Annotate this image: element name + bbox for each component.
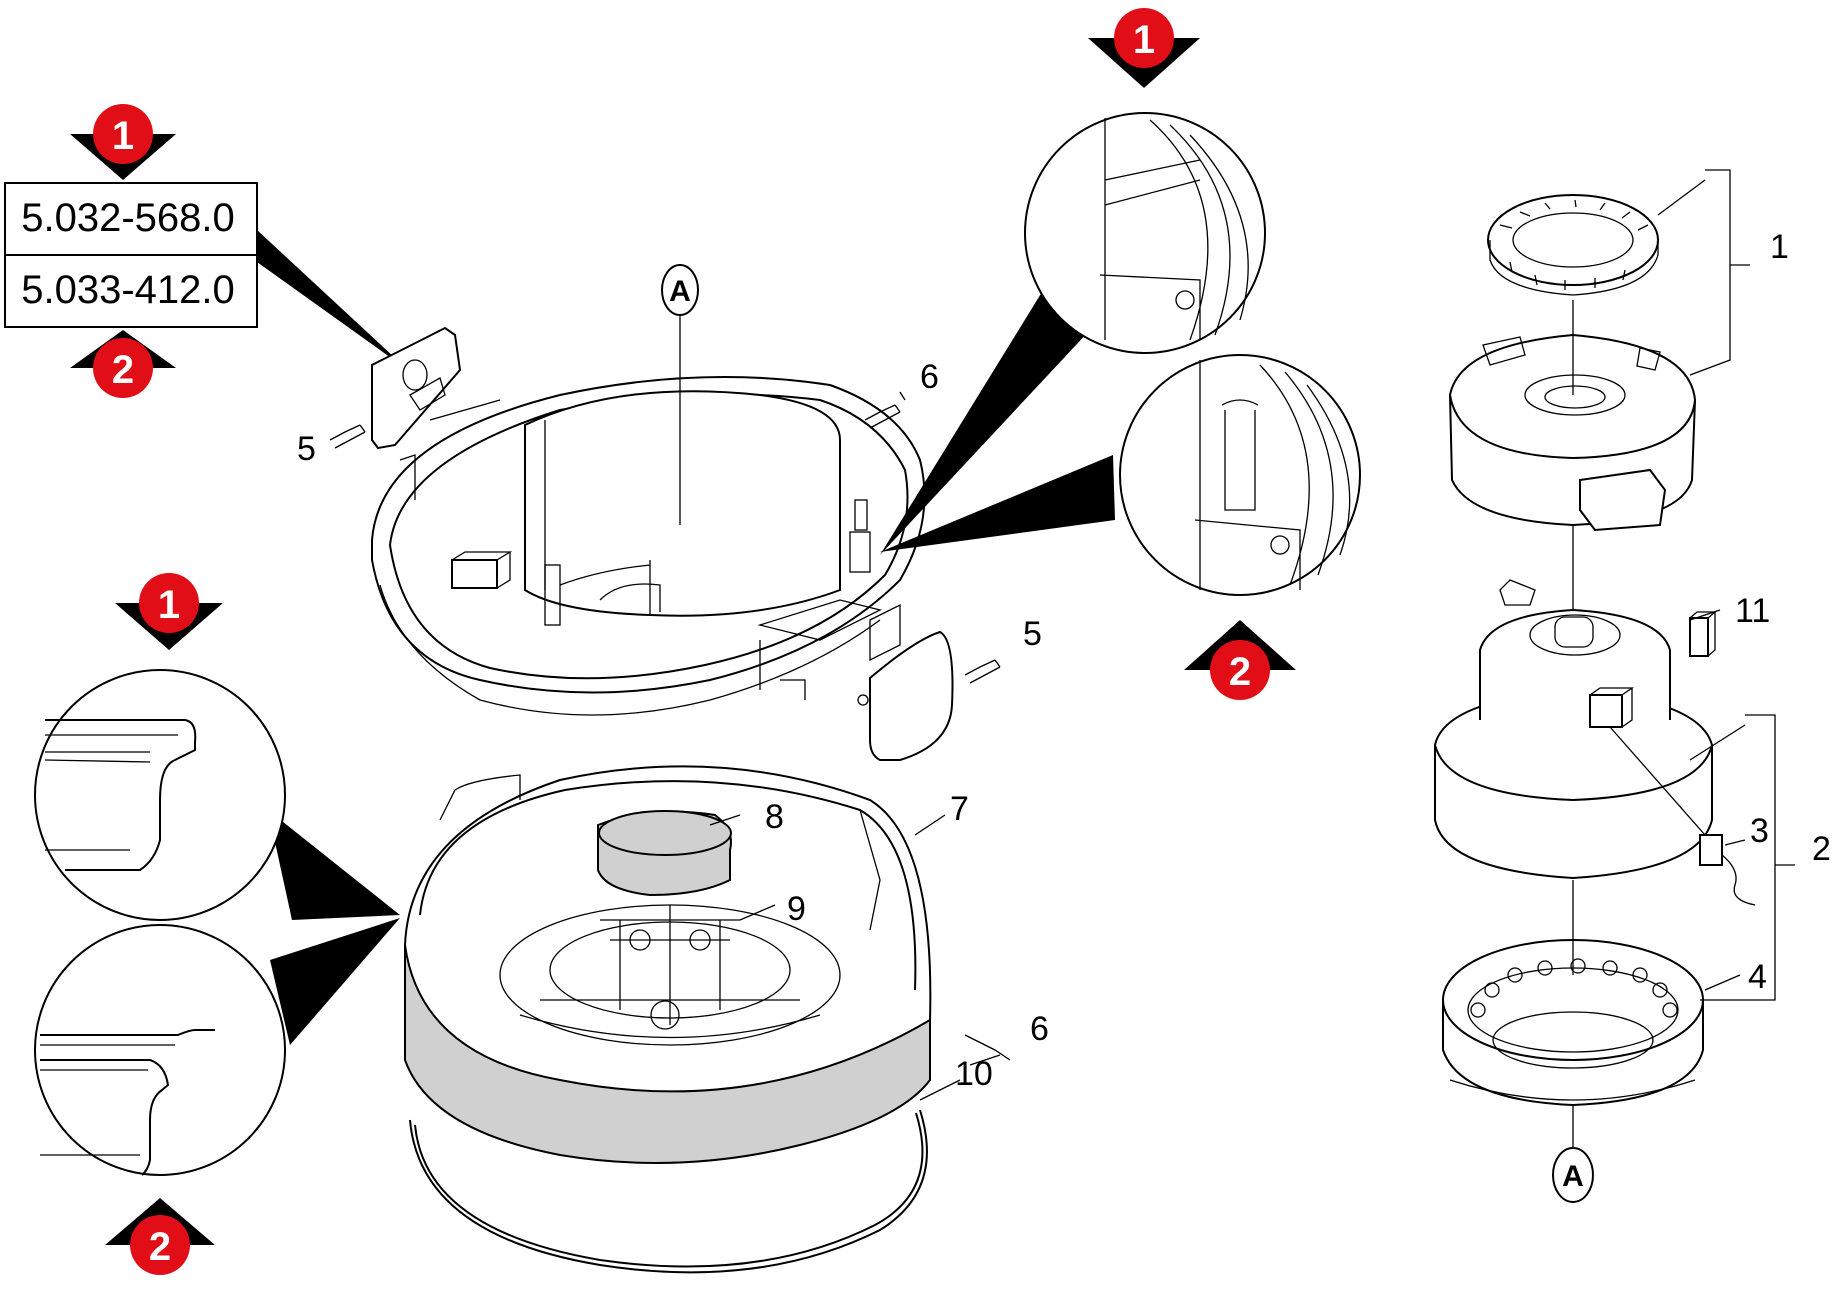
part-number-1: 5.032-568.0 xyxy=(21,196,235,240)
latch-5-right xyxy=(857,630,954,761)
assembly-mark-bottom: A xyxy=(1552,1105,1594,1203)
callout-6-top: 6 xyxy=(920,358,939,396)
detail-circle-left-2 xyxy=(34,924,286,1176)
callout-8: 8 xyxy=(765,798,784,836)
container-bowl xyxy=(404,765,932,1274)
latch-5-left xyxy=(371,326,462,450)
callout-1: 1 xyxy=(1770,228,1789,266)
assembly-mark-top: A xyxy=(661,264,699,525)
detail-pointer-top xyxy=(880,292,1090,555)
callout-10: 10 xyxy=(955,1055,993,1093)
svg-text:A: A xyxy=(669,275,691,308)
detail-pointer-right xyxy=(880,455,1115,552)
table-pointer xyxy=(257,230,408,370)
svg-text:A: A xyxy=(1562,1160,1584,1193)
callout-9: 9 xyxy=(787,890,806,928)
part-number-table: 5.032-568.0 5.033-412.0 xyxy=(4,182,258,328)
detail-pointer-left-1 xyxy=(268,810,400,920)
callout-3: 3 xyxy=(1750,812,1769,850)
motor xyxy=(1434,579,1713,880)
detail-pointer-left-2 xyxy=(270,918,400,1045)
callout-11: 11 xyxy=(1735,592,1770,630)
top-housing xyxy=(371,376,926,716)
leader-lines xyxy=(329,391,1746,1101)
svg-text:1: 1 xyxy=(158,583,180,627)
detail-circle-right xyxy=(1119,354,1361,596)
detail-circle-left-1 xyxy=(34,669,286,921)
badge-2-bottom-left: 2 xyxy=(105,1198,215,1275)
badge-1-top-right: 1 xyxy=(1088,8,1200,88)
detail-circle-top xyxy=(1024,112,1266,354)
callout-5-left: 5 xyxy=(297,430,316,468)
motor-cover xyxy=(1448,333,1697,532)
bracket-2 xyxy=(1689,714,1795,1001)
svg-text:2: 2 xyxy=(149,1225,171,1269)
part-number-2: 5.033-412.0 xyxy=(21,268,235,312)
callout-labels: 1 2 3 4 5 5 6 6 7 8 9 10 11 xyxy=(297,228,1831,1093)
badge-2-top-left: 2 xyxy=(70,330,176,398)
filter-ring-1 xyxy=(1487,194,1659,296)
badge-1-left: 1 xyxy=(115,573,223,650)
connector-3 xyxy=(1609,726,1756,906)
callout-5-right: 5 xyxy=(1023,615,1042,653)
svg-text:2: 2 xyxy=(112,348,134,392)
bracket-1 xyxy=(1657,169,1750,376)
clip-11 xyxy=(1689,611,1717,657)
svg-text:2: 2 xyxy=(1229,650,1251,694)
callout-2: 2 xyxy=(1812,830,1831,868)
callout-6-bottom: 6 xyxy=(1030,1010,1049,1048)
callout-7: 7 xyxy=(950,790,969,828)
callout-4: 4 xyxy=(1748,958,1767,996)
svg-text:1: 1 xyxy=(112,114,134,158)
badge-2-right: 2 xyxy=(1184,620,1296,700)
badge-1-top-left: 1 xyxy=(70,104,176,180)
svg-text:1: 1 xyxy=(1133,18,1155,62)
